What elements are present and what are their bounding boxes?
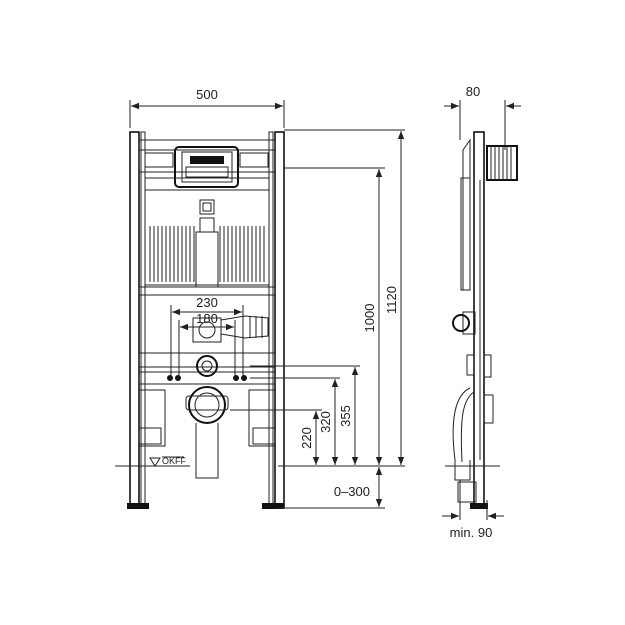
dim-adjust-range: 0–300: [334, 484, 370, 499]
dim-min-depth: min. 90: [450, 525, 493, 540]
dim-h-320: 320: [318, 411, 333, 433]
dim-spacing-inner: 180: [196, 311, 218, 326]
dim-h-220: 220: [299, 427, 314, 449]
drain-bend: [452, 387, 471, 481]
flush-bend: [220, 315, 269, 339]
flush-valve: [199, 199, 215, 215]
side-flush-bend: [452, 314, 470, 332]
dim-width-front: 500: [196, 87, 218, 102]
dim-total-height: 1120: [384, 286, 399, 314]
dim-h-355: 355: [338, 405, 353, 427]
bolt-left-outer: [167, 375, 173, 381]
dim-spacing-outer: 230: [196, 295, 218, 310]
dim-width-side: 80: [466, 84, 480, 99]
water-inlet-block: [486, 145, 518, 181]
side-view: 80 min. 90: [442, 84, 521, 540]
right-foot: [262, 503, 284, 509]
front-view: OKFF 500 230 180 220 320 355: [115, 87, 405, 509]
cistern-ribs-left: [149, 226, 195, 282]
drain-connection: [188, 386, 226, 424]
right-post: [274, 131, 285, 509]
cistern-ribs-right: [219, 226, 265, 282]
control-box: [174, 146, 239, 188]
bolt-right-inner: [233, 375, 239, 381]
bolt-right-outer: [241, 375, 247, 381]
dim-frame-height: 1000: [362, 304, 377, 333]
floor-label: OKFF: [162, 456, 187, 466]
left-foot: [127, 503, 149, 509]
left-post: [129, 131, 140, 509]
bolt-left-inner: [175, 375, 181, 381]
